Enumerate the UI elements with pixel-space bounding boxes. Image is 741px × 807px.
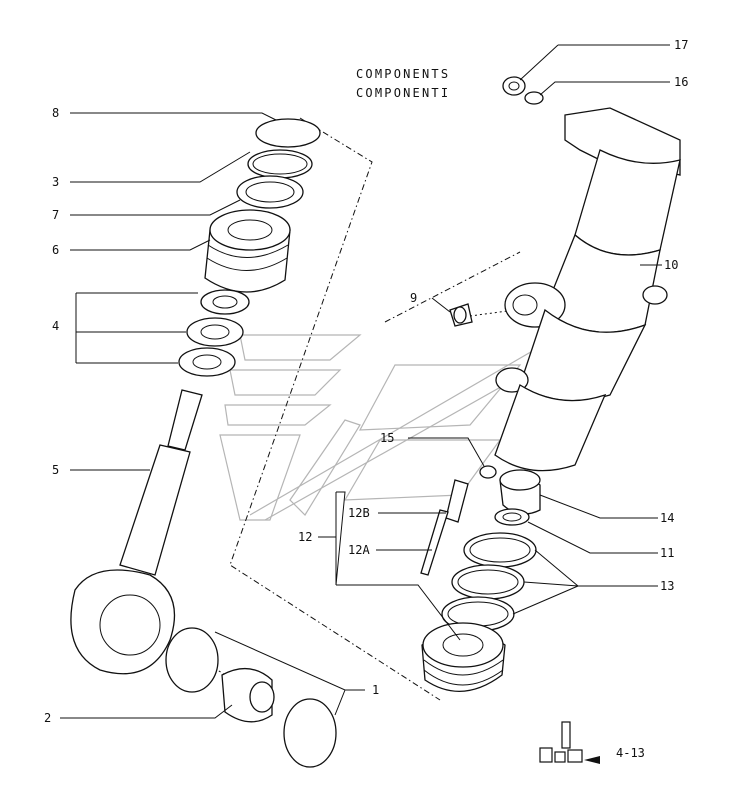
part-14-bushing bbox=[499, 469, 541, 515]
part-12-piston bbox=[421, 622, 506, 692]
label-1: 1 bbox=[372, 683, 379, 697]
label-13: 13 bbox=[660, 579, 674, 593]
label-11: 11 bbox=[660, 546, 674, 560]
part-6-gland-nut bbox=[204, 209, 291, 293]
part-17-nut bbox=[502, 76, 526, 96]
label-12b: 12B bbox=[348, 506, 370, 520]
label-12a: 12A bbox=[348, 543, 370, 557]
label-3: 3 bbox=[52, 175, 59, 189]
label-12: 12 bbox=[298, 530, 312, 544]
part-16-seal-ring bbox=[524, 91, 544, 105]
label-10: 10 bbox=[664, 258, 678, 272]
title-components: COMPONENTS bbox=[356, 67, 450, 81]
page-number: 4-13 bbox=[616, 746, 645, 760]
part-11-washer bbox=[494, 508, 530, 526]
part-3-ring bbox=[247, 149, 313, 179]
part-8-ring bbox=[255, 118, 321, 148]
label-5: 5 bbox=[52, 463, 59, 477]
part-9-grease-nipple bbox=[449, 303, 473, 327]
part-12a-pin bbox=[420, 509, 449, 576]
part-13-rings bbox=[441, 532, 537, 632]
part-2-bearing bbox=[221, 668, 275, 723]
label-8: 8 bbox=[52, 106, 59, 120]
label-15: 15 bbox=[380, 431, 394, 445]
title-componenti: COMPONENTI bbox=[356, 86, 450, 100]
label-16: 16 bbox=[674, 75, 688, 89]
label-14: 14 bbox=[660, 511, 674, 525]
label-17: 17 bbox=[674, 38, 688, 52]
label-9: 9 bbox=[410, 291, 417, 305]
part-1-circlips bbox=[165, 627, 337, 768]
part-15-plug bbox=[479, 465, 497, 479]
label-6: 6 bbox=[52, 243, 59, 257]
cylinder-parts-icon bbox=[539, 721, 600, 764]
part-4-seals bbox=[178, 289, 250, 377]
leader-lines bbox=[60, 44, 670, 719]
callout-labels: 17 16 8 3 7 6 4 5 9 10 15 12B 12 12A 14 … bbox=[44, 38, 688, 725]
part-7-ring bbox=[236, 175, 304, 209]
label-2: 2 bbox=[44, 711, 51, 725]
part-10-cylinder-body bbox=[494, 107, 681, 472]
label-7: 7 bbox=[52, 208, 59, 222]
part-12b-sleeve bbox=[445, 479, 469, 523]
part-5-piston-rod bbox=[70, 389, 203, 675]
label-4: 4 bbox=[52, 319, 59, 333]
assembly-centerlines bbox=[107, 117, 521, 701]
